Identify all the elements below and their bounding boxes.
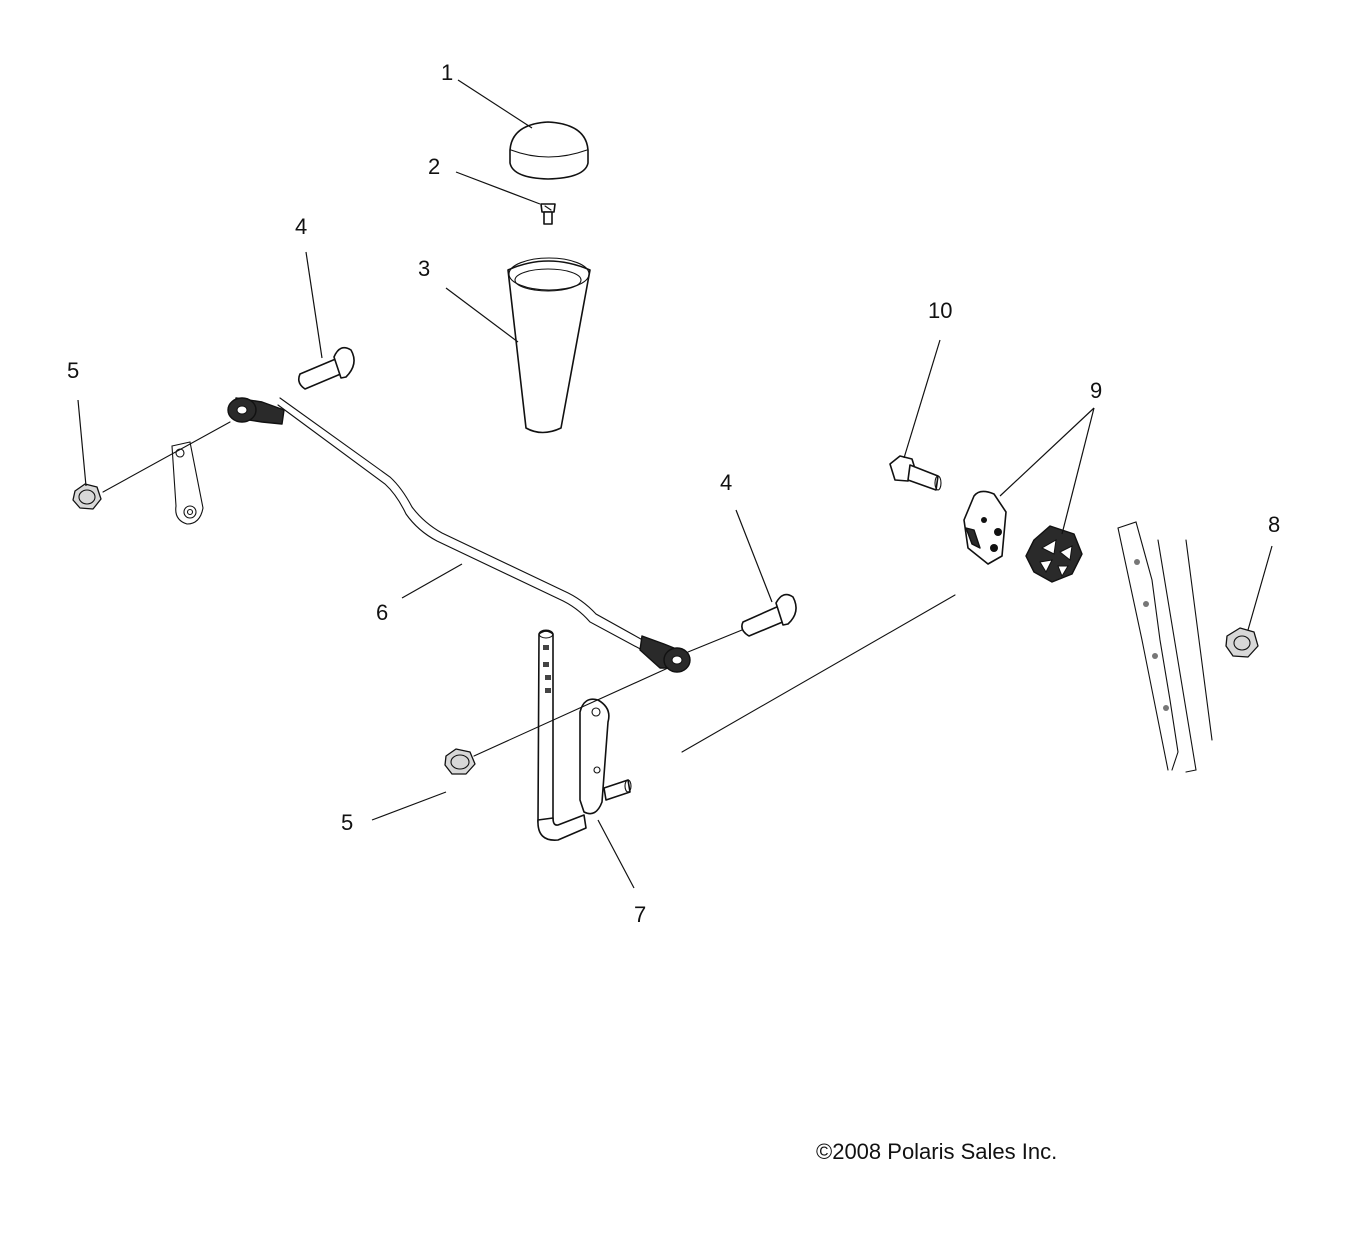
callout-5-lower: 5	[341, 810, 353, 835]
leader-lines	[77, 79, 1273, 889]
callout-6: 6	[376, 600, 388, 625]
callout-9: 9	[1090, 378, 1102, 403]
callout-4-lower: 4	[720, 470, 732, 495]
part-mounting-bracket	[1117, 521, 1213, 773]
part-shift-knob	[507, 257, 591, 434]
assembly-axis-lines	[102, 421, 956, 757]
callout-3: 3	[418, 256, 430, 281]
part-shift-lever	[537, 629, 632, 841]
part-pin-upper	[298, 346, 355, 390]
part-linkage-rod	[227, 397, 691, 673]
callout-4-upper: 4	[295, 214, 307, 239]
part-knob-cap	[509, 121, 589, 180]
callout-7: 7	[634, 902, 646, 927]
callouts: 1 2 3 4 4 5 5 6 7 8 9 10	[67, 60, 1280, 927]
part-shift-arm	[171, 441, 204, 525]
copyright-notice: ©2008 Polaris Sales Inc.	[816, 1139, 1057, 1164]
part-nut-lower	[444, 748, 476, 775]
callout-2: 2	[428, 154, 440, 179]
callout-8: 8	[1268, 512, 1280, 537]
callout-5-left: 5	[67, 358, 79, 383]
part-pin-lower	[741, 593, 797, 637]
part-bolt	[889, 455, 942, 491]
callout-1: 1	[441, 60, 453, 85]
part-nut-left	[72, 483, 102, 510]
callout-10: 10	[928, 298, 952, 323]
part-bushing-1	[963, 490, 1007, 565]
part-nut-right	[1225, 627, 1259, 658]
part-screw	[540, 203, 556, 225]
part-bushing-2	[1025, 525, 1083, 583]
